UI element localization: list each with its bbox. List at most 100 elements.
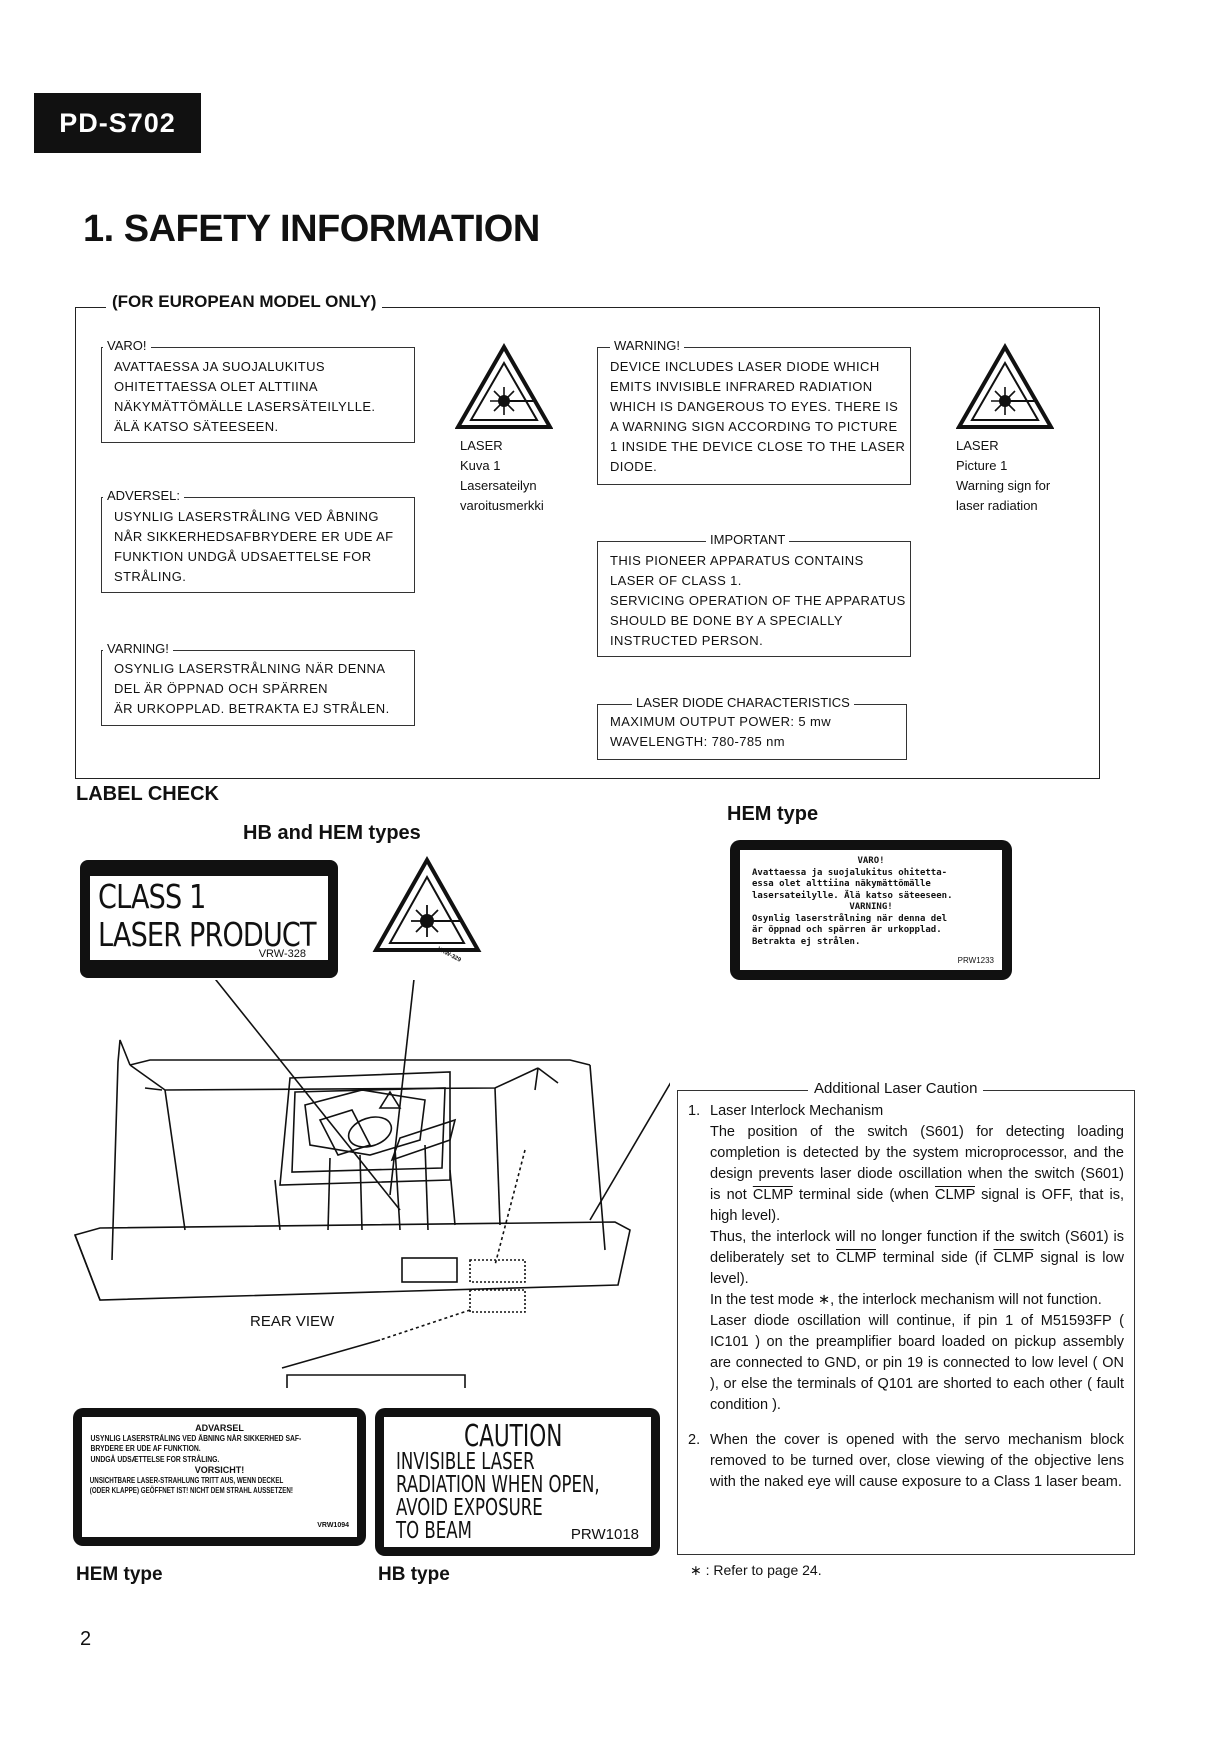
adversel-line-1: USYNLIG LASERSTRÅLING VED ÅBNING: [114, 509, 379, 524]
warning-line-1: DEVICE INCLUDES LASER DIODE WHICH: [610, 359, 880, 374]
laser-warning-triangle-icon: [455, 343, 553, 429]
item-1-para-2: Thus, the interlock will no longer funct…: [710, 1229, 1124, 1287]
important-legend: IMPORTANT: [706, 532, 790, 547]
item-1-para-4: Laser diode oscillation will continue, i…: [710, 1313, 1124, 1413]
varo-text: AVATTAESSA JA SUOJALUKITUS OHITETTAESSA …: [114, 357, 404, 437]
additional-legend: Additional Laser Caution: [808, 1080, 984, 1097]
varo-line-4: ÄLÄ KATSO SÄTEESEEN.: [114, 419, 279, 434]
warning-text: DEVICE INCLUDES LASER DIODE WHICH EMITS …: [610, 357, 906, 477]
en-caption-line-2: Picture 1: [956, 458, 1008, 473]
varo-box: AVATTAESSA JA SUOJALUKITUS OHITETTAESSA …: [101, 347, 415, 443]
warning-line-6: DIODE.: [610, 459, 658, 474]
important-text: THIS PIONEER APPARATUS CONTAINS LASER OF…: [610, 551, 906, 651]
caution-title: CAUTION: [464, 1419, 563, 1454]
hem-advarsel-label: ADVARSEL USYNLIG LASERSTRÅLING VED ÅBNIN…: [73, 1408, 366, 1546]
adversel-box: USYNLIG LASERSTRÅLING VED ÅBNING NÅR SIK…: [101, 497, 415, 593]
item-2-number: 2.: [688, 1432, 701, 1448]
varo-line-1: AVATTAESSA JA SUOJALUKITUS: [114, 359, 325, 374]
en-caption-line-3: Warning sign for: [956, 478, 1051, 493]
rear-view-label: REAR VIEW: [250, 1313, 335, 1330]
european-model-box: [75, 307, 1100, 779]
model-number: PD-S702: [59, 107, 176, 138]
warning-line-3: WHICH IS DANGEROUS TO EYES. THERE IS: [610, 399, 899, 414]
item-1-body: The position of the switch (S601) for de…: [688, 1122, 1124, 1416]
hem-type-title: HEM type: [727, 803, 819, 825]
hb-hem-types-title: HB and HEM types: [243, 822, 421, 844]
hem-label-code: PRW1233: [957, 955, 994, 965]
class-label-line-2: LASER PRODUCT: [98, 915, 317, 954]
hem-label-lines-2: Osynlig laserstrålning när denna del är …: [752, 913, 948, 947]
varo-line-2: OHITETTAESSA OLET ALTTIINA: [114, 379, 319, 394]
diode-legend: LASER DIODE CHARACTERISTICS: [632, 695, 854, 710]
adversel-line-4: STRÅLING.: [114, 569, 187, 584]
en-caption-line-1: LASER: [956, 438, 999, 453]
adversel-legend: ADVERSEL:: [103, 488, 184, 503]
adv-label-code: VRW1094: [317, 1521, 349, 1529]
item-1-para-3: In the test mode ∗, the interlock mechan…: [710, 1292, 1102, 1308]
class-label-code: VRW-328: [256, 948, 308, 960]
warning-box: DEVICE INCLUDES LASER DIODE WHICH EMITS …: [597, 347, 911, 485]
varning-line-3: ÄR URKOPPLAD. BETRAKTA EJ STRÅLEN.: [114, 701, 390, 716]
varning-legend: VARNING!: [103, 641, 173, 656]
hem-label-title-1: VARO!: [857, 856, 885, 866]
en-caption-line-4: laser radiation: [956, 498, 1038, 513]
important-box: THIS PIONEER APPARATUS CONTAINS LASER OF…: [597, 541, 911, 657]
item-1-title: Laser Interlock Mechanism: [710, 1103, 884, 1119]
adversel-line-3: FUNKTION UNDGÅ UDSAETTELSE FOR: [114, 549, 372, 564]
varning-box: OSYNLIG LASERSTRÅLNING NÄR DENNA DEL ÄR …: [101, 650, 415, 726]
model-tag: PD-S702: [34, 93, 201, 153]
additional-laser-caution-box: 1. Laser Interlock Mechanism The positio…: [677, 1090, 1135, 1555]
important-line-3: SERVICING OPERATION OF THE APPARATUS: [610, 593, 906, 608]
device-rear-view-drawing: [73, 980, 670, 1388]
class-label-line-1: CLASS 1: [98, 877, 206, 916]
item-2-body: When the cover is opened with the servo …: [710, 1432, 1124, 1490]
adv-label-title-1: ADVARSEL: [195, 1423, 244, 1433]
class-1-laser-product-label: CLASS 1 LASER PRODUCT VRW-328: [80, 860, 338, 978]
warning-line-5: 1 INSIDE THE DEVICE CLOSE TO THE LASER: [610, 439, 906, 454]
fi-laser-caption: LASER Kuva 1 Lasersateilyn varoitusmerkk…: [460, 436, 544, 516]
varning-line-2: DEL ÄR ÖPPNAD OCH SPÄRREN: [114, 681, 328, 696]
adv-label-lines-2: UNSICHTBARE LASER-STRAHLUNG TRITT AUS, W…: [89, 1475, 293, 1496]
footnote: ∗ : Refer to page 24.: [690, 1562, 822, 1578]
diode-box: MAXIMUM OUTPUT POWER: 5 mw WAVELENGTH: 7…: [597, 704, 907, 760]
diode-line-2: WAVELENGTH: 780-785 nm: [610, 734, 785, 749]
warning-legend: WARNING!: [610, 338, 684, 353]
adversel-text: USYNLIG LASERSTRÅLING VED ÅBNING NÅR SIK…: [114, 507, 404, 587]
diode-line-1: MAXIMUM OUTPUT POWER: 5 mw: [610, 714, 832, 729]
adv-label-title-2: VORSICHT!: [194, 1465, 245, 1475]
adv-label-lines-1: USYNLIG LASERSTRÅLING VED ÅBNING NÅR SIK…: [90, 1433, 302, 1464]
additional-content: 1. Laser Interlock Mechanism The positio…: [688, 1101, 1124, 1493]
european-model-legend: (FOR EUROPEAN MODEL ONLY): [106, 292, 383, 312]
additional-item-1: 1. Laser Interlock Mechanism: [688, 1101, 1124, 1122]
fi-caption-line-3: Lasersateilyn: [460, 478, 537, 493]
warning-line-2: EMITS INVISIBLE INFRARED RADIATION: [610, 379, 873, 394]
important-line-2: LASER OF CLASS 1.: [610, 573, 742, 588]
varning-line-1: OSYNLIG LASERSTRÅLNING NÄR DENNA: [114, 661, 386, 676]
fi-caption-line-4: varoitusmerkki: [460, 498, 544, 513]
laser-label-triangle-icon: [372, 855, 482, 952]
hem-label-lines-1: Avattaessa ja suojalukitus ohitetta- ess…: [752, 867, 953, 901]
varning-text: OSYNLIG LASERSTRÅLNING NÄR DENNA DEL ÄR …: [114, 659, 404, 719]
varo-line-3: NÄKYMÄTTÖMÄLLE LASERSÄTEILYLLE.: [114, 399, 376, 414]
warning-line-4: A WARNING SIGN ACCORDING TO PICTURE: [610, 419, 898, 434]
adversel-line-2: NÅR SIKKERHEDSAFBRYDERE ER UDE AF: [114, 529, 394, 544]
hem-type-bottom: HEM type: [76, 1564, 163, 1585]
hem-varo-label: VARO! Avattaessa ja suojalukitus ohitett…: [730, 840, 1012, 980]
caution-code: PRW1018: [570, 1526, 639, 1543]
additional-item-2: 2. When the cover is opened with the ser…: [688, 1430, 1124, 1493]
important-line-5: INSTRUCTED PERSON.: [610, 633, 764, 648]
hb-caution-label: CAUTION INVISIBLE LASER RADIATION WHEN O…: [375, 1408, 660, 1556]
fi-caption-line-2: Kuva 1: [460, 458, 501, 473]
caution-lines: INVISIBLE LASER RADIATION WHEN OPEN, AVO…: [396, 1449, 600, 1544]
fi-caption-line-1: LASER: [460, 438, 503, 453]
varo-legend: VARO!: [103, 338, 151, 353]
laser-warning-triangle-icon-en: [956, 343, 1054, 429]
page-title: 1. SAFETY INFORMATION: [83, 208, 540, 250]
label-check-heading: LABEL CHECK: [76, 783, 219, 805]
item-1-para-1: The position of the switch (S601) for de…: [710, 1124, 1124, 1224]
hb-type-bottom: HB type: [378, 1564, 450, 1585]
en-laser-caption: LASER Picture 1 Warning sign for laser r…: [956, 436, 1050, 516]
page-number: 2: [80, 1628, 92, 1650]
item-1-number: 1.: [688, 1103, 701, 1119]
important-line-4: SHOULD BE DONE BY A SPECIALLY: [610, 613, 843, 628]
